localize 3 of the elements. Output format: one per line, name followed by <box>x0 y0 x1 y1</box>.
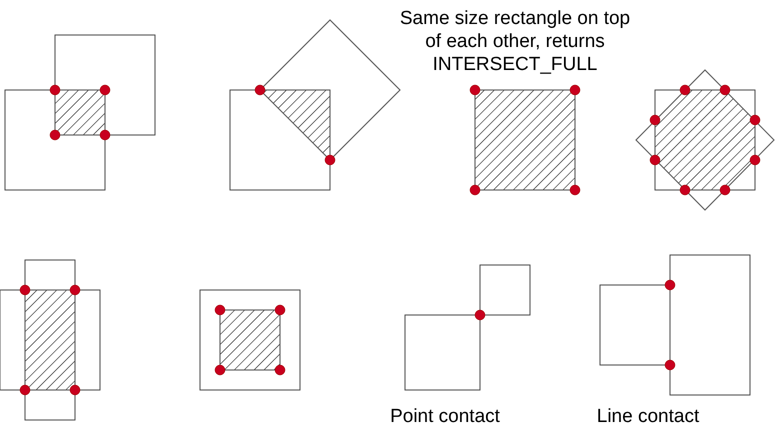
note-text: Same size rectangle on top of each other, returns INTERSECT_FULL <box>398 7 632 76</box>
caption-text: Line contact <box>596 405 700 428</box>
caption-text: Point contact <box>389 405 501 428</box>
